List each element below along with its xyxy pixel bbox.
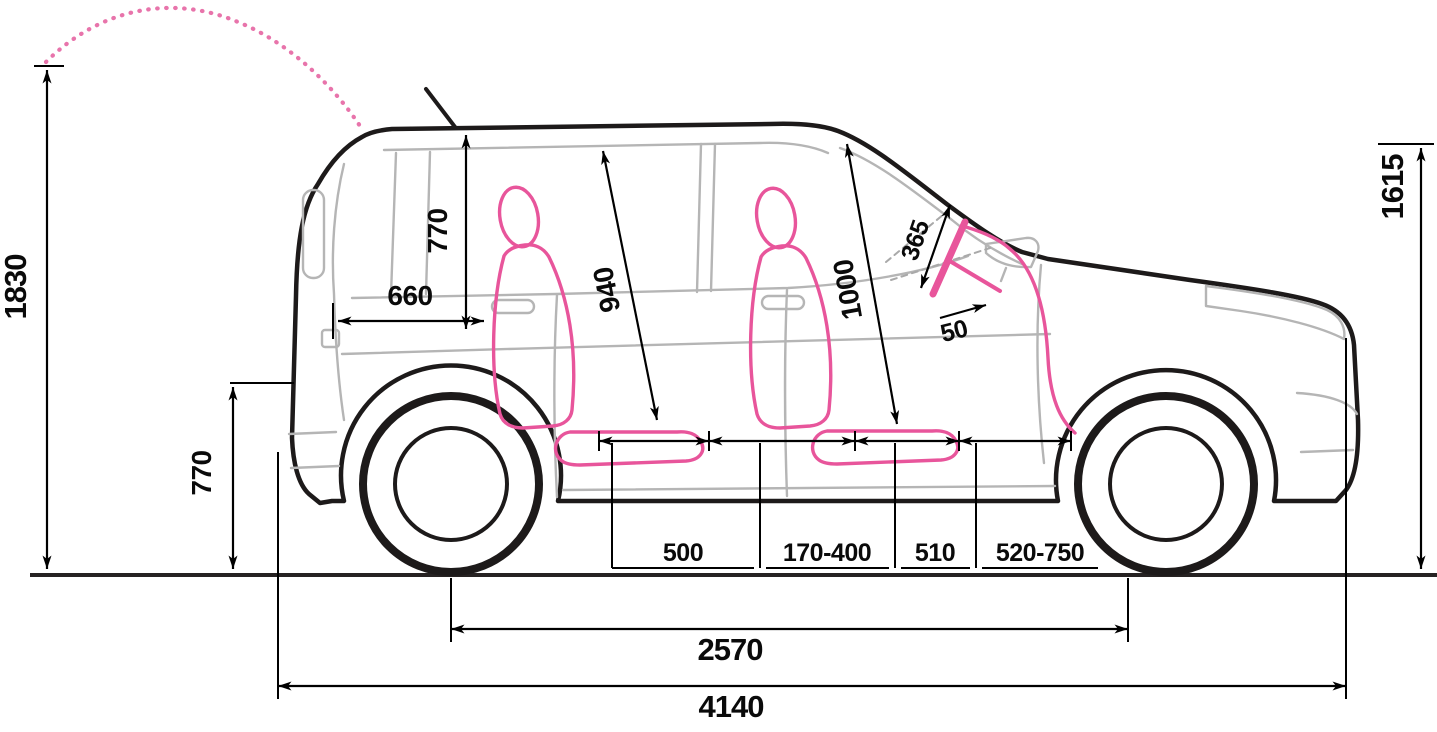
label-cell-separators: [611, 443, 977, 568]
dim-label-170-400: 170-400: [783, 539, 871, 567]
c-pillar-line: [389, 151, 398, 297]
dim-1830: 1830: [0, 65, 64, 569]
front-rim: [1108, 426, 1224, 542]
dim-4140: 4140: [277, 338, 1347, 724]
dim-label-500: 500: [663, 539, 703, 567]
taillight: [301, 188, 326, 280]
interior-package: [43, 5, 1077, 467]
dim-label-4140: 4140: [699, 689, 764, 724]
front-door-handle: [760, 294, 806, 311]
tailgate-swing-arc: [43, 5, 363, 129]
dim-seat-chain: 500 170-400 510 520-750: [598, 431, 1098, 569]
front-tire: [1074, 392, 1258, 576]
dim-line-365: [919, 204, 952, 289]
dim-label-1830: 1830: [0, 255, 33, 320]
tailgate-seam: [331, 162, 346, 422]
dim-label-1615: 1615: [1375, 154, 1410, 220]
rear-seatback: [491, 243, 576, 430]
dim-label-660: 660: [387, 280, 432, 311]
car-body: [289, 87, 1361, 576]
dash-pedal-line: [964, 225, 1077, 435]
antenna: [424, 87, 457, 129]
rear-bumper-lines: [287, 430, 341, 470]
steering-column: [946, 258, 1002, 293]
dim-770-cabin: 770: [422, 135, 471, 329]
dim-label-520-750: 520-750: [996, 539, 1084, 567]
headlight: [1204, 284, 1346, 341]
rear-tire: [359, 392, 543, 576]
rear-window-divider: [424, 150, 432, 296]
dim-660: 660: [332, 280, 484, 339]
side-mirror: [984, 236, 1040, 283]
window-top-line: [382, 141, 830, 155]
rear-rim: [393, 426, 509, 542]
dim-label-2570: 2570: [698, 632, 763, 667]
rear-seat-cushion: [553, 430, 705, 467]
front-seat-cushion: [810, 429, 960, 466]
dim-label-50: 50: [938, 314, 971, 348]
dim-label-770-rear: 770: [186, 450, 217, 495]
body-crease-line: [340, 332, 1052, 356]
front-bumper-lines: [1295, 391, 1359, 454]
front-seatback: [748, 244, 833, 430]
rocker-line: [561, 484, 1057, 492]
dim-line-940: [601, 150, 659, 421]
dim-label-510: 510: [915, 539, 955, 567]
dim-line-1000: [844, 143, 900, 425]
dim-1615: 1615: [1375, 143, 1434, 569]
dim-ext-2570: [450, 578, 1129, 642]
body-detail-lines: [287, 141, 1359, 499]
dim-label-770-cabin: 770: [422, 208, 453, 253]
dim-line-50: [939, 303, 987, 320]
dim-2570: 2570: [450, 578, 1129, 667]
dim-770-rear: 770: [186, 382, 294, 569]
b-pillar-lines: [695, 142, 717, 294]
rear-door-handle: [490, 298, 536, 315]
dim-ext-4140: [277, 338, 1347, 699]
dim-50: 50: [938, 303, 987, 348]
fuel-door: [320, 328, 341, 349]
dim-940: 940: [587, 150, 659, 421]
